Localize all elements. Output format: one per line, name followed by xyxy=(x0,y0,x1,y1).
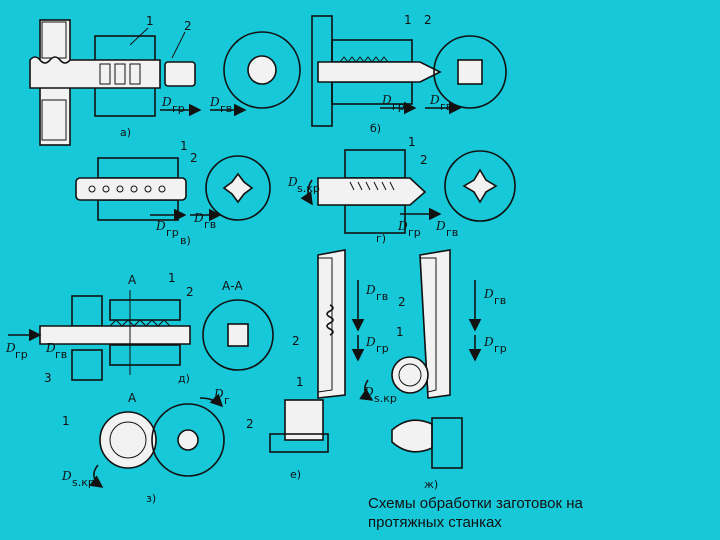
motion-label-d2: D xyxy=(45,341,56,355)
scheme-d-section xyxy=(202,299,274,371)
callout-2-b: 2 xyxy=(424,13,432,27)
callout-1-e: 1 xyxy=(296,375,304,389)
callout-1-b: 1 xyxy=(404,13,412,27)
subfig-label-a: а) xyxy=(120,126,131,139)
caption-line-2: протяжных станках xyxy=(368,514,502,531)
subfig-label-b: б) xyxy=(370,122,381,135)
motion-sub-zh3: s.кр xyxy=(374,392,397,405)
subfig-label-e: е) xyxy=(290,468,301,481)
section-mark-bottom: А xyxy=(128,391,137,405)
motion-sub-g3: гв xyxy=(446,226,458,239)
callout-1-z: 1 xyxy=(62,414,70,428)
motion-sub-a2: гв xyxy=(220,102,232,115)
scheme-zh: D гв D гр 2 1 D s.кр ж) xyxy=(359,249,507,491)
callout-2-z: 2 xyxy=(246,417,254,431)
motion-sub-v1: гр xyxy=(166,226,179,239)
callout-1-d: 1 xyxy=(168,271,176,285)
motion-sub-z1: s.кр xyxy=(72,476,95,489)
motion-sub-z2: г xyxy=(224,394,230,407)
motion-sub-b2: гв xyxy=(440,100,452,113)
callout-2-g: 2 xyxy=(420,153,428,167)
scheme-g-broach xyxy=(317,177,427,206)
scheme-b-section xyxy=(433,35,507,109)
scheme-z: 1 2 D s.кр D г з) xyxy=(61,387,254,505)
scheme-e: 2 D гв D гр 1 е) xyxy=(269,249,389,481)
motion-sub-g1: s.кр xyxy=(297,182,320,195)
motion-label-v1: D xyxy=(155,219,166,233)
callout-1-v: 1 xyxy=(180,139,188,153)
callout-3-d: 3 xyxy=(44,371,52,385)
motion-label-g1: D xyxy=(287,175,298,189)
callout-1-zh: 1 xyxy=(396,325,404,339)
motion-label-e1: D xyxy=(365,283,376,297)
motion-sub-zh2: гр xyxy=(494,342,507,355)
callout-2-a: 2 xyxy=(184,19,192,33)
scheme-b: 1 2 D гр D гв б) xyxy=(311,13,507,135)
motion-label-b2: D xyxy=(429,93,440,107)
motion-sub-v2: гв xyxy=(204,218,216,231)
callout-1-g: 1 xyxy=(408,135,416,149)
motion-label-z1: D xyxy=(61,469,72,483)
callout-2-d: 2 xyxy=(186,285,194,299)
motion-label-zh3: D xyxy=(363,385,374,399)
motion-sub-d1: гр xyxy=(15,348,28,361)
scheme-a-section xyxy=(223,31,301,109)
scheme-a-shank xyxy=(164,61,196,87)
scheme-g: 1 2 D s.кр D гр D гв г) xyxy=(287,135,516,245)
motion-label-d1: D xyxy=(5,341,16,355)
scheme-d-broach xyxy=(39,325,191,345)
scheme-b-broach xyxy=(317,61,442,83)
subfig-label-z: з) xyxy=(146,492,156,505)
motion-label-a1: D xyxy=(161,95,172,109)
scheme-a-broach xyxy=(29,56,161,89)
subfig-label-v: в) xyxy=(180,234,191,247)
motion-label-a2: D xyxy=(209,95,220,109)
subfig-label-g: г) xyxy=(376,232,386,245)
motion-sub-zh1: гв xyxy=(494,294,506,307)
motion-label-z2: D xyxy=(213,387,224,401)
motion-sub-g2: гр xyxy=(408,226,421,239)
motion-label-g3: D xyxy=(435,219,446,233)
motion-label-v2: D xyxy=(193,211,204,225)
callout-2-v: 2 xyxy=(190,151,198,165)
motion-sub-d2: гв xyxy=(55,348,67,361)
motion-sub-e2: гр xyxy=(376,342,389,355)
subfig-label-zh: ж) xyxy=(424,478,438,491)
scheme-g-section xyxy=(444,150,516,222)
motion-label-b1: D xyxy=(381,93,392,107)
callout-2-zh: 2 xyxy=(398,295,406,309)
scheme-v-section xyxy=(205,155,271,221)
scheme-v: 1 2 D гр D гв в) xyxy=(75,139,271,247)
motion-label-e2: D xyxy=(365,335,376,349)
caption-line-1: Схемы обработки заготовок на xyxy=(368,495,583,512)
slide-caption: Схемы обработки заготовок на протяжных с… xyxy=(368,494,668,532)
scheme-d: А А 1 2 3 D гр D гв д) А-А xyxy=(5,271,274,405)
scheme-a: 1 2 D гр D гв а) xyxy=(29,14,301,146)
section-mark-top: А xyxy=(128,273,137,287)
scheme-z-gear-tool xyxy=(151,403,225,477)
subfig-label-d: д) xyxy=(178,372,190,385)
motion-label-zh1: D xyxy=(483,287,494,301)
motion-label-g2: D xyxy=(397,219,408,233)
callout-1-a: 1 xyxy=(146,14,154,28)
motion-label-zh2: D xyxy=(483,335,494,349)
section-title: А-А xyxy=(222,279,244,293)
callout-2-e: 2 xyxy=(292,334,300,348)
motion-sub-a1: гр xyxy=(172,102,185,115)
scheme-zh-workpiece xyxy=(391,356,429,394)
motion-sub-e1: гв xyxy=(376,290,388,303)
motion-sub-b1: гр xyxy=(392,100,405,113)
scheme-z-workpiece xyxy=(99,411,157,469)
